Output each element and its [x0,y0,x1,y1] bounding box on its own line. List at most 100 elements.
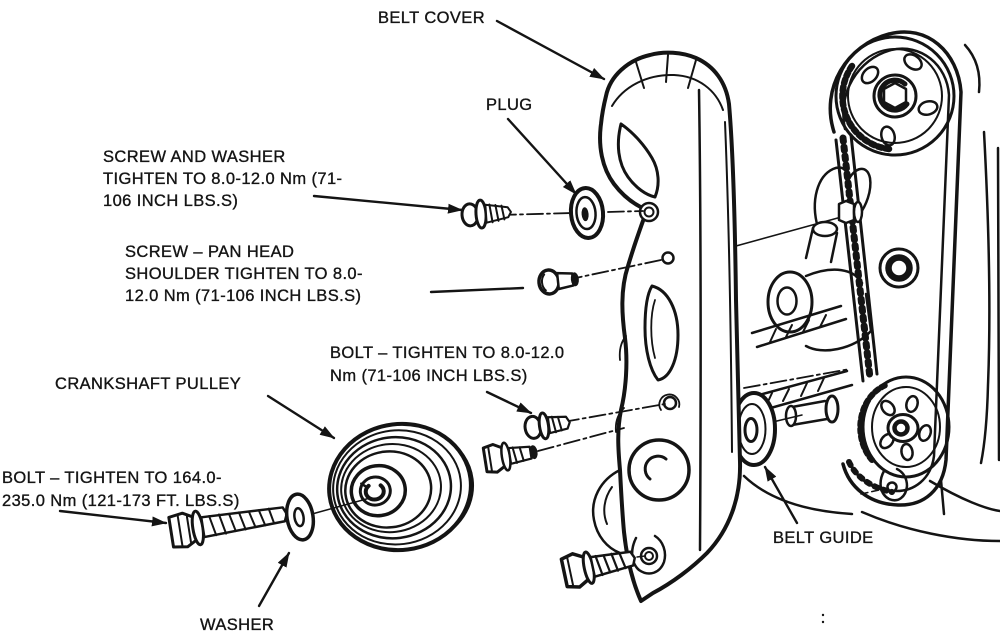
label-crank-bolt-line1: BOLT – TIGHTEN TO 164.0- [2,469,222,487]
cam-sprocket-hole [880,125,896,147]
crankshaft-nose-end [784,404,798,428]
crank-bolt-threads [208,507,275,537]
belt-cover-drawing [591,50,743,603]
washer-disc [284,492,316,542]
crank-sprocket-face [871,386,941,468]
screw-and-washer-drawing [460,198,512,230]
pan-screw-leader [429,286,525,294]
belt-cover-arrow [495,19,606,81]
label-screw-washer-line1: SCREW AND WASHER [103,148,286,166]
crankshaft-pulley-drawing [327,421,475,553]
stray-dot [821,620,825,624]
crank-sprocket-hole [917,424,933,442]
flange-bolt-ridges [511,446,525,464]
flange-bolt-drawing [481,441,538,474]
flange-bolt-facet [487,445,494,473]
cover-fold-line [697,88,702,552]
label-pan-screw-line2: SHOULDER TIGHTEN TO 8.0- [125,265,363,283]
pan-screw-head-line [540,273,547,292]
pan-head-screw-drawing [537,268,579,296]
pan-screw-tip [570,272,579,287]
flange-bolt-centerline [537,427,625,452]
plug-slot [581,207,589,222]
label-plug: PLUG [486,96,533,114]
pulley-bore-shadow [363,483,386,502]
crank-sprocket-teeth [857,382,889,463]
pulley-groove [335,435,453,540]
cover-bolt-drawing [523,411,571,441]
belt-bottom-teeth [846,459,895,495]
kidney-inner-line [650,299,656,359]
label-pan-screw-line1: SCREW – PAN HEAD [125,243,294,261]
crank-sprocket-hole [880,399,896,417]
water-pump-flange-hole [776,286,798,316]
cover-top-facets [635,54,697,89]
crank-bolt-arrow [58,509,168,527]
cam-sprocket-hub-shadow [877,77,910,113]
washer-hole [293,506,305,528]
crank-axis-centerline-right [743,368,851,389]
cam-sprocket-teeth [839,62,893,153]
water-pump-cap [804,226,839,264]
cam-sprocket-hole [903,53,923,71]
cover-bolt-arrow [485,390,533,415]
label-crank-bolt-line2: 235.0 Nm (121-173 FT. LBS.S) [2,492,240,510]
cam-sprocket-hex-bolt [882,81,908,110]
crank-sprocket-hole [905,394,919,414]
bracket-upper [750,304,848,349]
crankshaft-nose-stud [790,399,829,427]
pulley-keyway [360,482,369,489]
cover-bolt-ridges [550,415,563,434]
pan-screw-centerline [565,259,662,281]
water-pump-flange [766,270,814,334]
washer-drawing [284,492,316,542]
crankshaft-sprocket-drawing [857,375,951,502]
cover-lower-boss [627,438,691,502]
cover-left-flange-inner [603,486,613,525]
crank-sprocket-tab [879,467,909,502]
washer-arrow [257,551,291,608]
label-belt-cover: BELT COVER [378,9,485,27]
label-crankshaft-pulley: CRANKSHAFT PULLEY [55,375,241,393]
callout-leaders [58,19,799,608]
plug-centerline [499,210,644,216]
cover-lower-boss-crescent [643,454,668,481]
label-cover-bolt-line2: Nm (71-106 INCH LBS.S) [330,367,528,385]
screw-thread-ridges [488,203,506,224]
label-belt-guide: BELT GUIDE [773,529,874,547]
belt-left-run-edges [834,133,879,383]
bottom-bolt-axis [636,555,646,558]
bracket-lower-hatch [765,377,825,407]
bracket-upper-hatch [769,314,827,343]
pan-screw-hole [661,251,675,265]
label-screw-washer-line3: 106 INCH LBS.S) [103,192,238,210]
idler-pulley-ring [885,254,913,282]
pulley-rim-inner-arc [445,437,475,526]
belt-guide-hole [743,417,759,443]
cover-inner-flange [611,73,724,111]
engine-stud-drawing [837,199,864,225]
stray-dot [821,613,825,617]
crank-bolt-facets [176,513,192,548]
block-top-right-edge [963,43,981,94]
plug-arrow [506,117,578,196]
crankshaft-bolt-drawing [167,506,288,549]
timing-belt-drawing [828,30,963,507]
pulley-groove [340,443,442,534]
belt-inner-edge [842,47,951,493]
block-bottom-outline [742,474,1000,543]
belt-guide-arrow [763,465,799,525]
crank-sprocket-hub-bore [892,419,910,437]
label-screw-washer-line2: TIGHTEN TO 8.0-12.0 Nm (71- [103,170,342,188]
crank-sprocket-hole [900,442,914,462]
cam-sprocket-hole [860,65,880,85]
flange-bolt-tip [529,445,538,460]
bottom-bolt-drawing [559,550,636,589]
belt-outer-edge [828,30,963,507]
crankshaft-nose-washer [824,394,840,424]
label-cover-bolt-line1: BOLT – TIGHTEN TO 8.0-12.0 [330,344,564,362]
stud-hex-nut [837,199,856,225]
block-right-edge [979,130,1000,465]
